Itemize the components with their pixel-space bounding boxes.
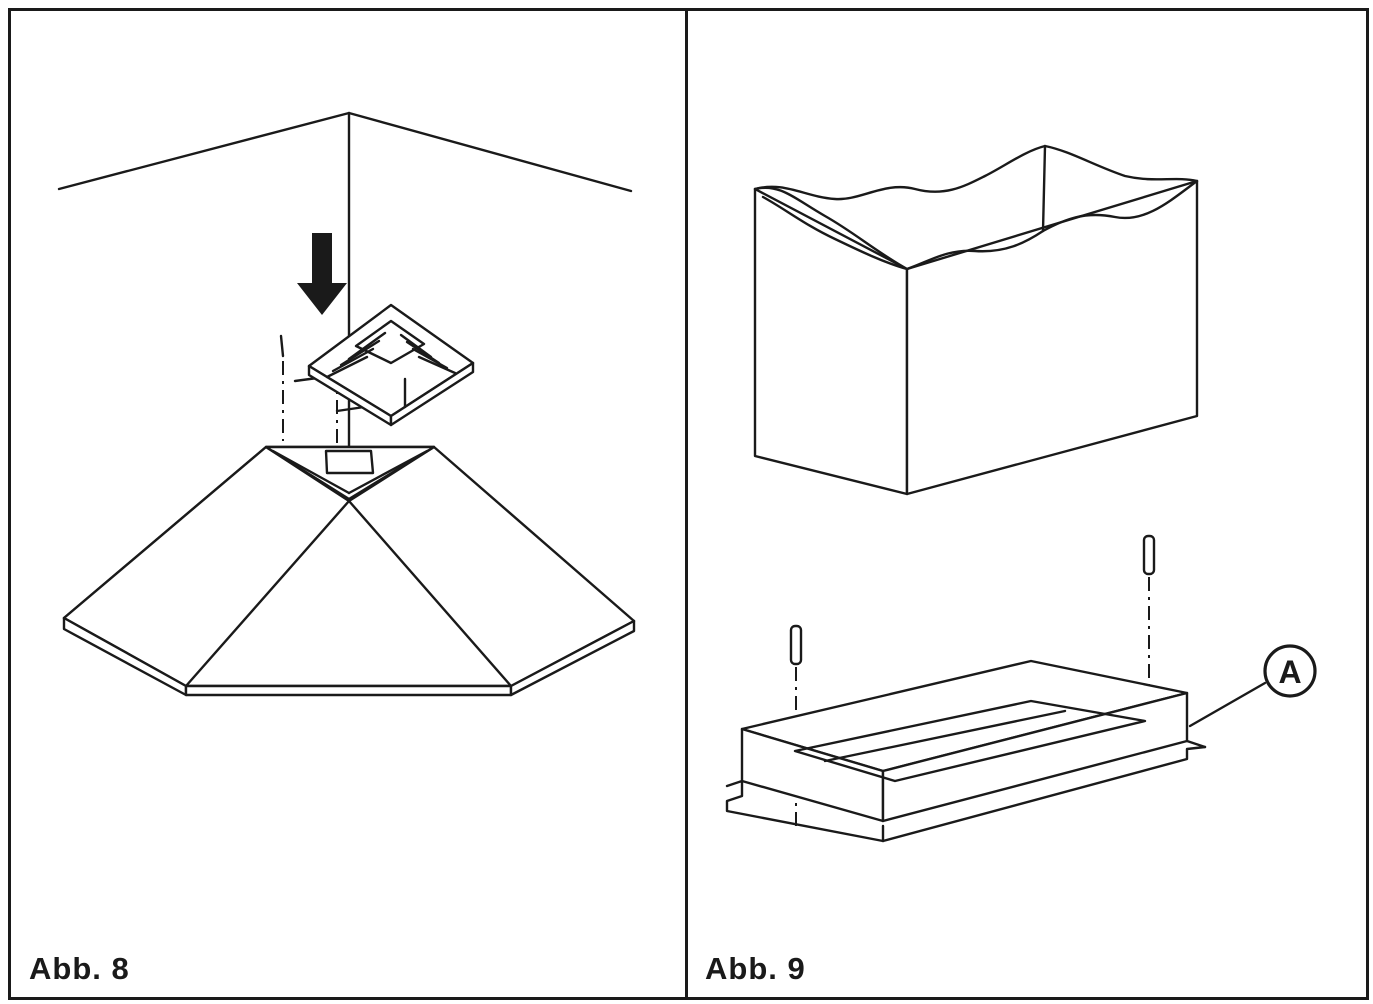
screw-icon	[789, 534, 1156, 831]
figure-label: Abb. 8	[29, 951, 130, 986]
figure-label: Abb. 9	[705, 951, 806, 986]
figure-panel-abb-8: Abb. 8	[8, 8, 688, 1000]
callout-a-marker: A	[1188, 644, 1317, 728]
chimney-duct-cover	[753, 144, 1199, 496]
mounting-frame-tray	[725, 659, 1207, 843]
figure-panel-abb-9: A Abb. 9	[685, 8, 1369, 1000]
corner-hood-body	[62, 445, 636, 697]
callout-label: A	[1278, 654, 1301, 690]
abb-9-drawing: A	[725, 144, 1317, 843]
down-arrow-icon	[297, 233, 347, 315]
abb-8-drawing	[57, 111, 636, 697]
vent-grille-cap	[307, 303, 475, 427]
